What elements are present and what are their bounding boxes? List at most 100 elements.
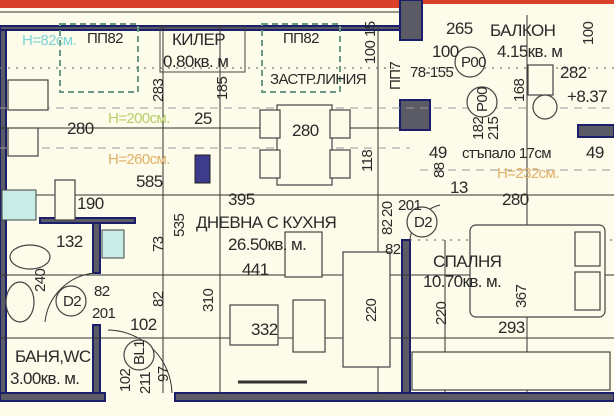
room-area-balcony: 4.15кв. м (497, 42, 562, 61)
dim-201-right: 201 (398, 197, 421, 214)
room-name-balcony: БАЛКОН (490, 21, 555, 40)
dim-132: 132 (56, 232, 83, 251)
bed (469, 224, 606, 318)
dim-13: 13 (450, 178, 468, 197)
dim-293: 293 (498, 318, 525, 337)
note-h232: H=232см. (497, 165, 559, 182)
dim-211: 211 (137, 372, 154, 394)
facade-band-balcony (420, 0, 614, 4)
stove (54, 179, 76, 221)
bath-top-wall (39, 217, 136, 224)
pillow (574, 231, 601, 267)
dim-15: 15 (362, 21, 379, 37)
door-bathroom-swing[interactable] (44, 272, 96, 323)
dim-20: 20 (379, 201, 396, 217)
washing-machine (101, 229, 125, 259)
dim-82-right: 82 (379, 219, 396, 235)
chair (259, 149, 281, 179)
dim-49-left: 49 (429, 143, 447, 162)
wall-balcony-left-top (399, 0, 423, 41)
dim-201-door: 201 (92, 305, 115, 322)
dim-100: 100 (362, 41, 379, 64)
tag-d2-bedroom: D2 (414, 214, 432, 231)
dim-118: 118 (359, 150, 376, 172)
dim-367: 367 (513, 285, 530, 308)
dim-182: 182 (470, 117, 487, 140)
chair (259, 109, 281, 139)
window-label-pp82-right: ПП82 (283, 30, 319, 47)
door-tag-bl1-circle (123, 339, 155, 371)
window-tag-p00-circle (454, 46, 486, 78)
dim-168: 168 (511, 79, 528, 102)
dim-280: 280 (67, 119, 94, 138)
window-tag-p00b-circle (466, 86, 498, 118)
note-h260: H=260см. (108, 151, 170, 168)
tag-bl1: BL1 (131, 340, 148, 365)
room-area-living: 26.50кв. м. (228, 235, 306, 254)
note-h200: H=200см. (108, 110, 170, 127)
chair (329, 109, 351, 139)
fridge (194, 154, 211, 184)
room-name-bath: БАНЯ,WC (15, 347, 91, 366)
door-tag-d2-circle (55, 285, 87, 317)
door-tag-d2-bedroom-circle (406, 206, 438, 238)
note-balcony-range: 78-155 (410, 64, 453, 81)
balcony-table (532, 94, 558, 120)
tag-d2: D2 (63, 293, 81, 310)
chair (329, 149, 351, 179)
dim-240: 240 (32, 269, 49, 292)
dim-585: 585 (136, 172, 163, 191)
window-label-pp82-left: ПП82 (87, 30, 123, 47)
room-area-bath: 3.00кв. м. (10, 369, 79, 388)
dim-215: 215 (485, 117, 502, 140)
dimension-lines (0, 15, 614, 393)
room-name-bedroom: СПАЛНЯ (433, 252, 501, 271)
dim-280-table: 280 (292, 121, 319, 140)
armchair (229, 304, 279, 346)
note-step: стъпало 17см (462, 145, 551, 162)
note-h82: H=82см. (22, 32, 76, 49)
dim-265: 265 (446, 19, 473, 38)
bottom-wall-bath (0, 392, 106, 402)
dim-310: 310 (200, 289, 217, 312)
toilet (9, 244, 51, 270)
dim-395: 395 (228, 190, 255, 209)
wall-column-left (399, 99, 431, 131)
dim-97: 97 (155, 366, 172, 382)
dim-49-right: 49 (586, 143, 604, 162)
tag-p00: P00 (461, 54, 486, 71)
dim-73: 73 (150, 236, 167, 252)
dim-283: 283 (150, 79, 167, 102)
balcony-chair (527, 64, 554, 96)
furniture (1, 64, 611, 391)
window-pp82-left (59, 23, 139, 93)
room-name-storage: КИЛЕР (172, 30, 225, 49)
dim-332: 332 (251, 320, 278, 339)
washer (1, 189, 37, 221)
bedroom-left-wall (401, 239, 411, 396)
dim-100-right: 100 (580, 22, 597, 45)
facade-band (0, 0, 420, 8)
counter (7, 79, 49, 111)
room-name-living: ДНЕВНА С КУХНЯ (196, 213, 336, 232)
dim-220-bedroom: 220 (433, 302, 450, 325)
dim-82-right-2: 82 (385, 241, 401, 258)
dim-190: 190 (77, 194, 104, 213)
dim-441: 441 (242, 260, 269, 279)
dim-220-living: 220 (363, 299, 380, 322)
storage-closet (159, 26, 246, 73)
note-level: +8.37 (567, 87, 607, 106)
dim-102-vertical: 102 (117, 369, 134, 392)
dimension-labels: 100 15 283 185 280 25 280 118 585 190 39… (32, 19, 604, 394)
pillow (574, 271, 601, 311)
dim-100-balcony: 100 (432, 42, 459, 61)
bath-right-wall-lower (92, 324, 101, 394)
dim-82-door: 82 (94, 283, 110, 300)
window-pp82-right (261, 23, 341, 93)
wardrobe (411, 351, 611, 391)
dining-table (276, 104, 333, 186)
washbasin (5, 281, 35, 323)
bottom-wall-main (174, 392, 614, 402)
note-building-line: ЗАСТР.ЛИНИЯ (270, 71, 366, 88)
